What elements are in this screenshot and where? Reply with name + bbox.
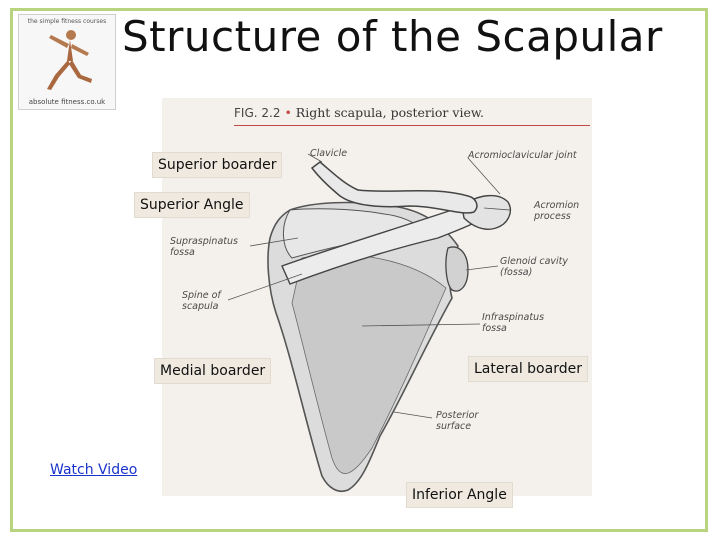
label-glenoid-cavity: Glenoid cavity (fossa) <box>500 256 569 278</box>
label-posterior-surface: Posterior surface <box>436 410 479 432</box>
slide-title: Structure of the Scapular <box>122 12 663 61</box>
figure-caption: FIG. 2.2 • Right scapula, posterior view… <box>234 105 484 120</box>
logo-bottom-text: absolute fitness.co.uk <box>28 98 106 106</box>
caption-rule <box>234 125 590 126</box>
logo-top-text: the simple fitness courses <box>27 18 107 25</box>
scapula-figure: FIG. 2.2 • Right scapula, posterior view… <box>162 98 592 496</box>
callout-lateral-border: Lateral boarder <box>468 356 588 382</box>
label-supraspinatus-fossa: Supraspinatus fossa <box>170 236 238 258</box>
scapula-illustration <box>227 153 512 492</box>
figure-caption-text: Right scapula, posterior view. <box>295 105 485 120</box>
figure-number: FIG. 2.2 <box>234 106 281 120</box>
caption-bullet: • <box>284 105 296 120</box>
label-acromioclavicular-joint: Acromioclavicular joint <box>468 150 577 161</box>
callout-superior-angle: Superior Angle <box>134 192 250 218</box>
callout-medial-border: Medial boarder <box>154 358 272 384</box>
callout-superior-border: Superior boarder <box>152 152 283 178</box>
label-infraspinatus-fossa: Infraspinatus fossa <box>482 312 545 334</box>
label-acromion-process: Acromion process <box>534 200 580 222</box>
callout-inferior-angle: Inferior Angle <box>406 482 513 508</box>
slide-frame <box>10 8 708 532</box>
logo: the simple fitness courses absolute fitn… <box>18 14 116 110</box>
athlete-figure-icon <box>47 30 92 90</box>
label-spine-of-scapula: Spine of scapula <box>182 290 221 312</box>
label-clavicle: Clavicle <box>310 148 348 159</box>
watch-video-link[interactable]: Watch Video <box>50 462 138 478</box>
